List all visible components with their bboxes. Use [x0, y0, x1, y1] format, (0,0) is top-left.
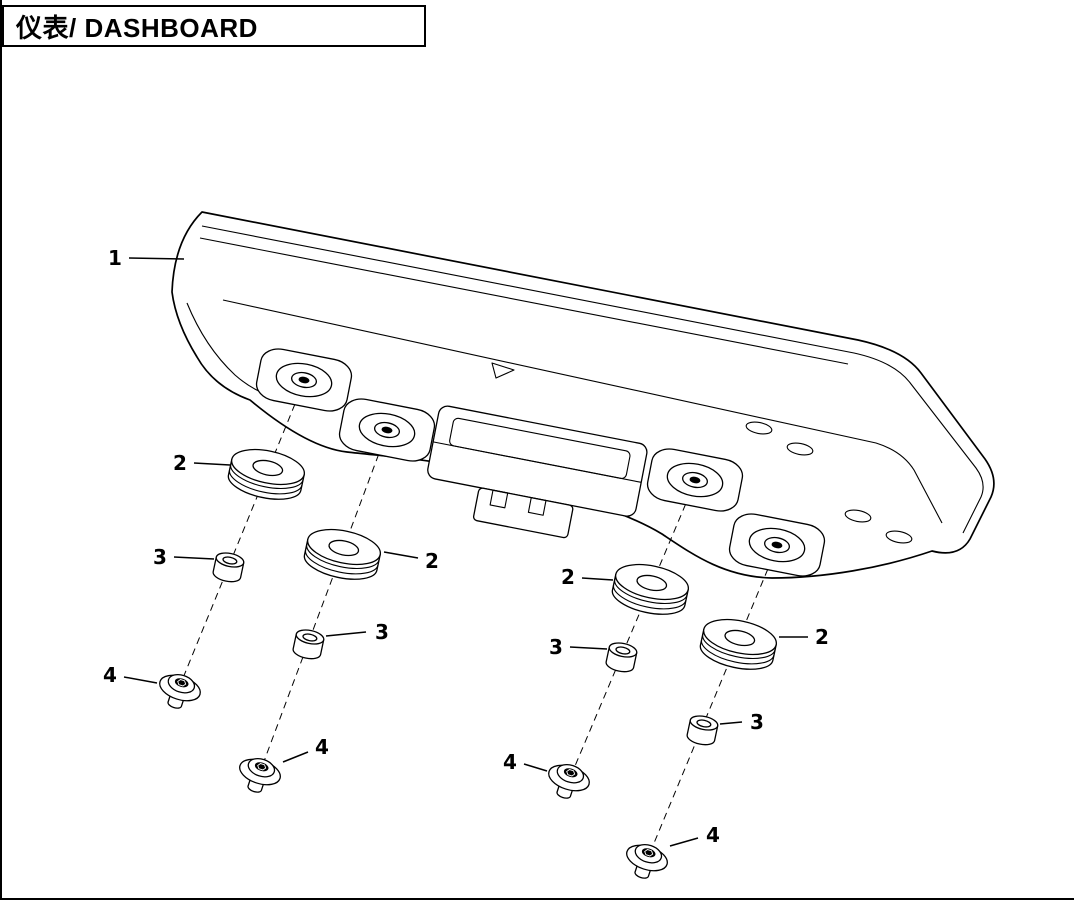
assembly-axis-2: [253, 431, 388, 789]
assembly-axis-4: [641, 546, 778, 873]
callout-leader-line: [383, 551, 419, 559]
screw-3: [542, 758, 594, 805]
callout-label: 3: [153, 545, 167, 569]
grommet-1: [224, 443, 309, 506]
callout-label: 2: [815, 625, 829, 649]
bushing-3: [604, 640, 639, 675]
callout-label: 1: [108, 246, 122, 270]
callout-grommet-1: 2: [173, 451, 231, 475]
screw-2: [233, 752, 285, 799]
callout-bushing-1: 3: [153, 545, 215, 569]
callout-screw-3: 4: [503, 750, 548, 774]
dashboard-panel: [171, 211, 995, 579]
page-title: 仪表/ DASHBOARD: [16, 12, 258, 43]
callout-label: 4: [503, 750, 517, 774]
callout-screw-2: 4: [282, 735, 329, 763]
callout-leader-line: [123, 676, 158, 684]
callout-label: 4: [103, 663, 117, 687]
bushing-2: [291, 627, 326, 662]
callout-leader-line: [719, 721, 743, 725]
callout-screw-4: 4: [669, 823, 720, 847]
callout-bushing-3: 3: [549, 635, 608, 659]
callout-leader-line: [669, 837, 699, 847]
callout-leader-line: [581, 577, 614, 581]
callout-screw-1: 4: [103, 663, 158, 687]
connector: [427, 405, 648, 539]
panel-outline: [171, 211, 995, 579]
grommet-3: [608, 558, 693, 621]
screw-1: [153, 668, 205, 715]
callout-grommet-3: 2: [561, 565, 614, 589]
screw-4: [620, 838, 672, 885]
callout-label: 3: [750, 710, 764, 734]
callout-leader-line: [282, 751, 309, 763]
callout-label: 2: [425, 549, 439, 573]
callout-label: 2: [173, 451, 187, 475]
connector-tab: [472, 487, 574, 539]
panel-center-mark: [491, 362, 515, 379]
grommet-4: [696, 613, 781, 676]
callout-leader-line: [128, 257, 185, 260]
assembly-axis-3: [563, 481, 696, 793]
callout-grommet-2: 2: [383, 549, 439, 573]
callout-leader-line: [173, 556, 215, 560]
callout-label: 4: [315, 735, 329, 759]
connector-notch-2: [527, 497, 547, 516]
bushing-1: [211, 550, 246, 585]
panel-bezel-line-2: [199, 237, 849, 365]
callout-label: 3: [375, 620, 389, 644]
callout-bushing-4: 3: [719, 710, 764, 734]
panel-left-rim: [186, 302, 269, 396]
callout-leader-line: [523, 763, 548, 772]
bushing-4: [685, 713, 720, 748]
callout-grommet-4: 2: [779, 625, 829, 649]
assembly-axis-1: [173, 381, 305, 701]
connector-face-line: [432, 441, 642, 483]
panel-bezel-line-1: [201, 225, 984, 534]
callout-leader-line: [569, 646, 608, 650]
callout-panel: 1: [108, 246, 185, 270]
callout-bushing-2: 3: [325, 620, 389, 644]
connector-notch-1: [489, 489, 509, 509]
title-block: 仪表/ DASHBOARD: [2, 5, 426, 47]
callout-leader-line: [325, 631, 367, 637]
callout-label: 4: [706, 823, 720, 847]
panel-face-boundary: [222, 299, 943, 524]
callout-leader-line: [193, 462, 231, 466]
grommet-2: [300, 523, 385, 586]
callout-label: 2: [561, 565, 575, 589]
callout-label: 3: [549, 635, 563, 659]
